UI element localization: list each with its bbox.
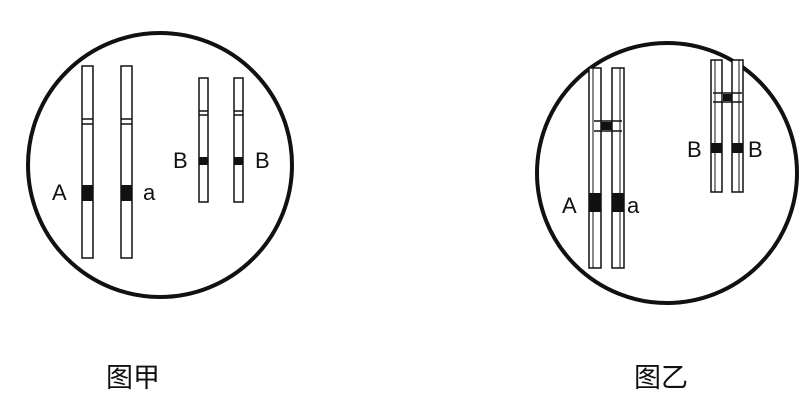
- label-A-jia: A: [52, 180, 67, 205]
- chromosome-B-left-yi: [711, 60, 722, 192]
- chromosome-A-jia: [82, 66, 93, 258]
- label-B-left-jia: B: [173, 148, 188, 173]
- label-a-jia: a: [143, 180, 156, 205]
- cell-circle-yi: [537, 43, 797, 303]
- cell-circle-jia: [28, 33, 292, 297]
- gene-locus-A-jia: [82, 185, 93, 201]
- panel-yi: A a B B 图乙: [537, 43, 797, 394]
- gene-locus-B-right-yi: [732, 143, 743, 153]
- gene-locus-B-right-jia: [234, 157, 243, 165]
- gene-locus-B-left-yi: [711, 143, 722, 153]
- label-a-yi: a: [627, 193, 640, 218]
- chromosome-a-jia: [121, 66, 132, 258]
- chromosome-B-right-yi: [732, 60, 743, 192]
- panel-jia: A a B B 图甲: [28, 33, 292, 394]
- chromosome-A-yi: [589, 68, 601, 268]
- caption-jia: 图甲: [106, 363, 160, 394]
- label-B-right-yi: B: [748, 137, 763, 162]
- chromosome-B-right-jia: [234, 78, 243, 202]
- gene-locus-a-jia: [121, 185, 132, 201]
- gene-locus-B-left-jia: [199, 157, 208, 165]
- caption-yi: 图乙: [634, 363, 688, 394]
- gene-locus-A-yi: [589, 193, 601, 212]
- gene-locus-a-yi: [612, 193, 624, 212]
- label-A-yi: A: [562, 193, 577, 218]
- label-B-right-jia: B: [255, 148, 270, 173]
- label-B-left-yi: B: [687, 137, 702, 162]
- chromosome-a-yi: [612, 68, 624, 268]
- chromosome-B-left-jia: [199, 78, 208, 202]
